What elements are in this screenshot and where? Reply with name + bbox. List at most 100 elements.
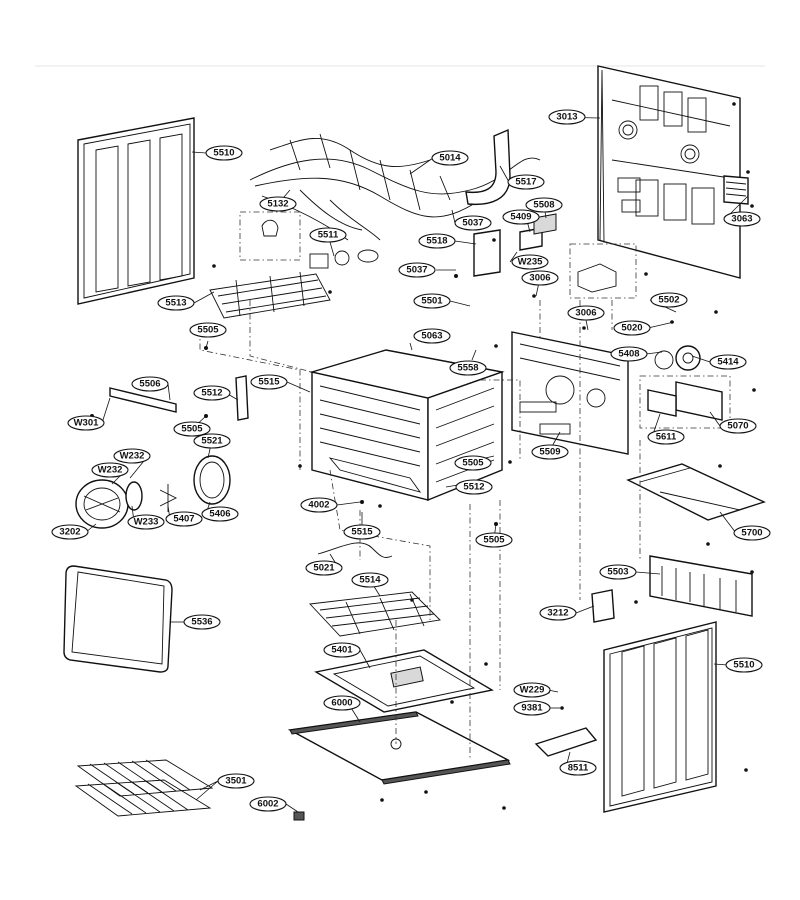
oven-racks <box>74 759 214 817</box>
svg-text:5515: 5515 <box>351 527 373 538</box>
svg-text:5505: 5505 <box>483 535 505 546</box>
cavity-back-wall <box>511 331 629 455</box>
relay-module <box>569 243 637 299</box>
callout-5513: 5513 <box>157 295 195 311</box>
vent-bracket <box>723 175 749 205</box>
callout-5505-c: 5505 <box>454 455 492 471</box>
callout-5021: 5021 <box>305 560 343 576</box>
callout-5515-b: 5515 <box>343 524 381 540</box>
callout-5518: 5518 <box>418 233 456 249</box>
svg-text:5021: 5021 <box>313 563 335 574</box>
svg-text:5132: 5132 <box>267 199 288 210</box>
callout-5406: 5406 <box>201 506 239 522</box>
callout-5536: 5536 <box>183 614 221 630</box>
convection-motor <box>654 345 701 371</box>
callout-3501: 3501 <box>217 773 255 789</box>
svg-text:5536: 5536 <box>191 617 212 628</box>
callout-5070: 5070 <box>719 418 757 434</box>
callout-3006-b: 3006 <box>567 305 605 321</box>
callout-5505-b: 5505 <box>173 421 211 437</box>
svg-text:5513: 5513 <box>165 298 186 309</box>
svg-text:5505: 5505 <box>462 458 484 469</box>
callout-5515-a: 5515 <box>250 374 288 390</box>
convection-fan <box>75 455 231 529</box>
callout-5408: 5408 <box>610 346 648 362</box>
svg-text:5037: 5037 <box>406 265 427 276</box>
callout-5700: 5700 <box>733 525 771 541</box>
svg-text:5611: 5611 <box>656 432 677 443</box>
callout-W232-b: W232 <box>91 462 129 478</box>
svg-text:5409: 5409 <box>510 212 531 223</box>
callout-W235: W235 <box>511 254 549 270</box>
callout-5512-b: 5512 <box>455 479 493 495</box>
svg-text:3013: 3013 <box>556 112 577 123</box>
callout-5407: 5407 <box>165 511 203 527</box>
bottom-cover <box>314 649 494 713</box>
svg-text:5406: 5406 <box>209 509 230 520</box>
broil-element <box>209 271 331 319</box>
svg-text:W301: W301 <box>74 418 100 429</box>
svg-text:5020: 5020 <box>621 323 642 334</box>
callout-6000: 6000 <box>323 695 361 711</box>
svg-text:3212: 3212 <box>547 608 568 619</box>
svg-text:5518: 5518 <box>426 236 447 247</box>
callout-5503: 5503 <box>599 564 637 580</box>
svg-text:3006: 3006 <box>529 273 550 284</box>
callout-5517: 5517 <box>507 174 545 190</box>
callout-5521: 5521 <box>193 433 231 449</box>
side-panel-left <box>77 117 195 305</box>
svg-text:5512: 5512 <box>463 482 484 493</box>
callout-5510-bottom: 5510 <box>725 657 763 673</box>
svg-text:3501: 3501 <box>225 776 247 787</box>
callout-5037-b: 5037 <box>398 262 436 278</box>
oven-cavity <box>309 349 505 502</box>
callout-5611: 5611 <box>647 429 685 445</box>
svg-text:4002: 4002 <box>308 500 329 511</box>
side-panel-right <box>603 621 717 813</box>
callout-5501: 5501 <box>413 293 451 309</box>
svg-text:W232: W232 <box>120 451 145 462</box>
callout-3013: 3013 <box>548 109 586 125</box>
callout-5401: 5401 <box>323 642 361 658</box>
callout-5037-a: 5037 <box>454 215 492 231</box>
callout-W232-a: W232 <box>113 448 151 464</box>
callout-5132: 5132 <box>259 196 297 212</box>
svg-text:5512: 5512 <box>201 388 222 399</box>
svg-text:5517: 5517 <box>515 177 536 188</box>
svg-text:5514: 5514 <box>359 575 381 586</box>
svg-text:5502: 5502 <box>658 295 679 306</box>
svg-text:5037: 5037 <box>462 218 483 229</box>
callout-9381: 9381 <box>513 700 551 716</box>
relay-box <box>639 375 731 429</box>
callout-5508: 5508 <box>525 197 563 213</box>
callout-5558: 5558 <box>449 360 487 376</box>
callout-5502: 5502 <box>650 292 688 308</box>
rear-panel <box>597 65 741 279</box>
svg-text:3063: 3063 <box>731 214 752 225</box>
svg-text:5521: 5521 <box>201 436 223 447</box>
leveling-leg <box>293 811 305 821</box>
callout-3212: 3212 <box>539 605 577 621</box>
rack-support-left <box>235 375 249 421</box>
callout-5020: 5020 <box>613 320 651 336</box>
door-gasket <box>63 565 173 673</box>
base-tray <box>287 711 511 785</box>
callout-3063: 3063 <box>723 211 761 227</box>
svg-text:5401: 5401 <box>331 645 353 656</box>
svg-text:5509: 5509 <box>539 447 560 458</box>
callout-6002: 6002 <box>249 796 287 812</box>
alignment-lines <box>199 300 641 760</box>
hinge-bracket <box>534 727 598 757</box>
svg-text:W233: W233 <box>134 517 159 528</box>
callout-5414: 5414 <box>709 354 747 370</box>
svg-text:5501: 5501 <box>421 296 443 307</box>
switch-block <box>591 589 615 623</box>
callout-5511: 5511 <box>309 227 347 243</box>
side-bracket <box>649 555 753 617</box>
svg-text:5505: 5505 <box>181 424 203 435</box>
callout-5505-d: 5505 <box>475 532 513 548</box>
svg-text:5510: 5510 <box>213 148 234 159</box>
svg-text:5408: 5408 <box>618 349 639 360</box>
callout-5063: 5063 <box>413 328 451 344</box>
